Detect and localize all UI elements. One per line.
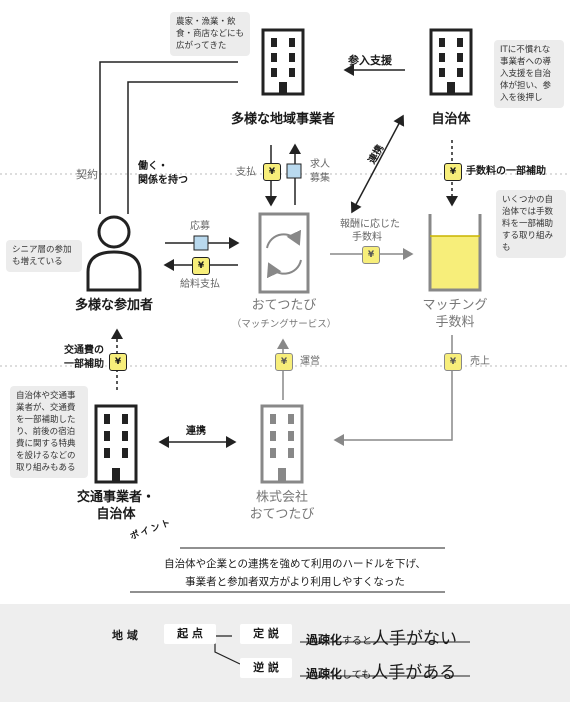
note-left-low: 自治体や交通事業者が、交通費を一部補助したり、前後の宿泊費に関する特典を設けるな…: [10, 386, 88, 478]
work-relation-label-1: 働く・: [138, 161, 168, 172]
recruit-label-2: 募集: [310, 173, 330, 184]
yen-token-sales: ¥: [444, 353, 462, 371]
company-label-2: おてつたび: [249, 507, 315, 522]
businesses-label: 多様な地域事業者: [230, 112, 335, 127]
work-relation-label-2: 関係を持つ: [138, 175, 188, 186]
fee-label-1: マッチング: [422, 298, 488, 313]
fee-by-reward-label-2: 手数料: [352, 232, 382, 243]
yen-token-salary: ¥: [192, 257, 210, 275]
person-icon: [86, 215, 142, 292]
paradox-text: 過疎化しても人手がある: [306, 658, 456, 683]
yen-token-transport: ¥: [109, 353, 127, 371]
fee-label-2: 手数料: [435, 315, 475, 330]
participants-label: 多様な参加者: [74, 298, 153, 313]
note-top-left: 農家・漁業・飲食・商店などにも広がってきた: [170, 12, 250, 56]
transport-subsidy-label-2: 一部補助: [64, 359, 104, 370]
businesses-building-icon: [261, 28, 305, 96]
collab-horizontal-label: 連携: [186, 426, 206, 437]
thesis-text-c: 人手がない: [372, 629, 458, 649]
note-left-mid: シニア層の参加も増えている: [6, 240, 82, 272]
thesis-text-b: すると: [342, 636, 373, 647]
paradox-text-c: 人手がある: [371, 663, 457, 683]
fee-by-reward-label-1: 報酬に応じた: [340, 219, 400, 230]
company-label-1: 株式会社: [255, 490, 308, 505]
yen-token-operation: ¥: [275, 353, 293, 371]
recruit-label-1: 求人: [310, 159, 330, 170]
salary-label: 給料支払: [180, 279, 220, 290]
thesis-text: 過疎化すると人手がない: [306, 624, 457, 649]
paradox-text-a: 過疎化: [306, 667, 343, 681]
local-gov-building-icon: [429, 28, 473, 96]
thesis-chip: 定 説: [240, 624, 292, 644]
apply-box-icon: [193, 235, 209, 251]
region-label: 地 域: [112, 629, 138, 642]
recruit-box-icon: [286, 163, 302, 179]
point-line-1: 自治体や企業との連携を強めて利用のハードルを下げ、: [164, 558, 426, 570]
yen-token-fee: ¥: [362, 246, 380, 264]
transport-subsidy-label-1: 交通費の: [64, 345, 104, 356]
transport-label-2: 自治体: [96, 507, 136, 522]
service-sublabel: （マッチングサービス）: [231, 319, 337, 330]
local-gov-label: 自治体: [431, 112, 471, 127]
contract-label: 契約: [76, 168, 98, 181]
operation-label: 運営: [300, 356, 320, 367]
transport-label-1: 交通事業者・: [76, 490, 155, 505]
yen-token-fee-subsidy: ¥: [444, 163, 462, 181]
fee-subsidy-label: 手数料の一部補助: [466, 166, 546, 177]
company-building-icon: [260, 404, 304, 484]
start-chip: 起 点: [164, 624, 216, 644]
work-relation-line: [127, 81, 238, 214]
entry-support-label: 参入支援: [348, 54, 392, 67]
matching-service-icon: [258, 212, 310, 294]
collab-diagonal-arrow: [350, 114, 405, 214]
transport-building-icon: [94, 404, 138, 484]
note-right-mid: いくつかの自治体では手数料を一部補助する取り組みも: [496, 190, 566, 258]
yen-token-payment: ¥: [263, 163, 281, 181]
point-line-2: 事業者と参加者双方がより利用しやすくなった: [185, 576, 405, 588]
thesis-text-a: 過疎化: [306, 633, 343, 647]
apply-label: 応募: [190, 221, 210, 232]
sales-label: 売上: [470, 356, 490, 367]
fee-glass-icon: [428, 214, 482, 292]
contract-line: [99, 61, 238, 214]
service-label: おてつたび: [251, 298, 317, 313]
bottom-band: [0, 604, 570, 702]
paradox-chip: 逆 説: [240, 658, 292, 678]
note-top-right: ITに不慣れな事業者への導入支援を自治体が担い、参入を後押し: [494, 40, 564, 108]
paradox-text-b: しても: [342, 670, 372, 681]
payment-label: 支払: [236, 167, 256, 178]
